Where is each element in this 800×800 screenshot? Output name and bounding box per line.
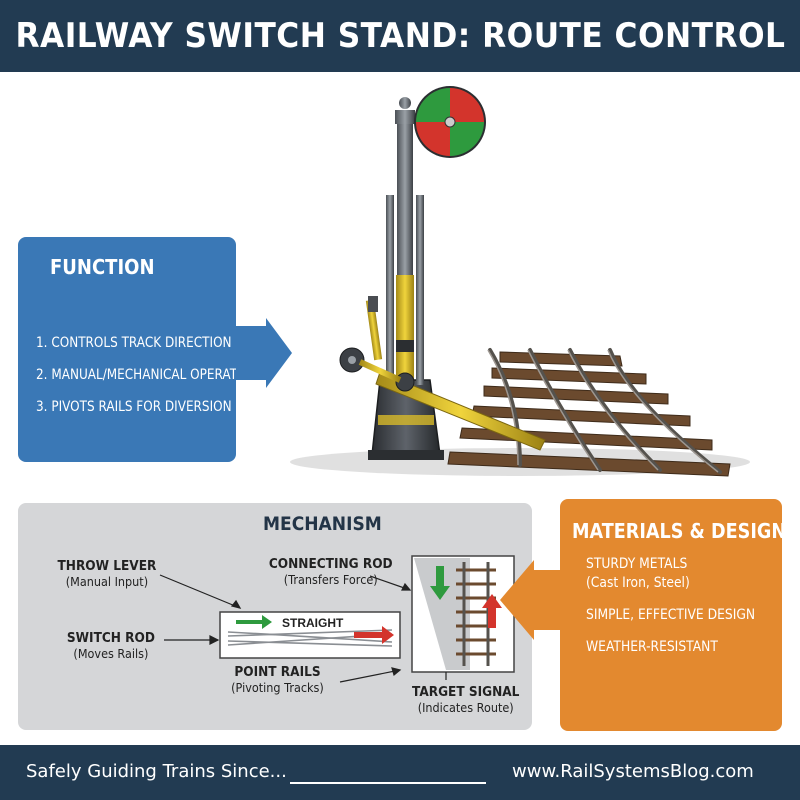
switch-rod-title: SWITCH ROD (66, 630, 155, 646)
target-signal-sub: (Indicates Route) (417, 700, 514, 715)
function-panel: FUNCTION 1. CONTROLS TRACK DIRECTION 2. … (18, 237, 259, 462)
point-rails-sub: (Pivoting Tracks) (231, 680, 324, 695)
function-item: 3. PIVOTS RAILS FOR DIVERSION (36, 399, 232, 415)
materials-item: STURDY METALS (586, 556, 688, 572)
connecting-rod-sub: (Transfers Force) (283, 572, 378, 587)
throw-lever-sub: (Manual Input) (65, 574, 149, 589)
function-title: FUNCTION (50, 255, 155, 279)
materials-item: WEATHER-RESISTANT (586, 639, 718, 655)
throw-lever-title: THROW LEVER (57, 558, 157, 574)
page-title: RAILWAY SWITCH STAND: ROUTE CONTROL (15, 16, 785, 56)
point-rails-title: POINT RAILS (234, 664, 321, 680)
down-arrow-icon (430, 566, 450, 600)
footer-bar: Safely Guiding Trains Since... www.RailS… (0, 745, 800, 800)
switch-stand-illustration (290, 86, 750, 477)
target-signal-title: TARGET SIGNAL (411, 684, 520, 700)
connecting-rod-label: CONNECTING ROD (Transfers Force) (262, 556, 400, 588)
mechanism-title: MECHANISM (263, 513, 382, 535)
function-item: 2. MANUAL/MECHANICAL OPERATION (36, 367, 260, 383)
function-arrow-icon (236, 318, 292, 388)
up-arrow-icon (482, 594, 502, 628)
function-list: 1. CONTROLS TRACK DIRECTION 2. MANUAL/ME… (36, 327, 259, 423)
throw-lever-label: THROW LEVER (Manual Input) (52, 558, 162, 590)
materials-arrow-icon (500, 560, 564, 640)
footer-tagline: Safely Guiding Trains Since... (26, 761, 287, 782)
function-item: 1. CONTROLS TRACK DIRECTION (36, 335, 232, 351)
blank-fill-line (290, 782, 486, 784)
materials-item-sub: (Cast Iron, Steel) (586, 575, 690, 591)
connecting-rod-title: CONNECTING ROD (268, 556, 393, 572)
footer-website-link[interactable]: www.RailSystemsBlog.com (512, 761, 754, 782)
red-arrow-icon (354, 626, 394, 644)
point-rails-label: POINT RAILS (Pivoting Tracks) (226, 664, 329, 696)
switch-rod-sub: (Moves Rails) (73, 646, 149, 661)
materials-panel: MATERIALS & DESIGN STURDY METALS (Cast I… (560, 499, 786, 731)
materials-title: MATERIALS & DESIGN (572, 519, 787, 543)
switch-rod-label: SWITCH ROD (Moves Rails) (62, 630, 160, 662)
green-arrow-icon (236, 615, 272, 629)
header-bar: RAILWAY SWITCH STAND: ROUTE CONTROL (0, 0, 800, 72)
materials-item: SIMPLE, EFFECTIVE DESIGN (586, 607, 756, 623)
target-signal-label: TARGET SIGNAL (Indicates Route) (406, 684, 525, 716)
straight-label: STRAIGHT (282, 616, 344, 630)
